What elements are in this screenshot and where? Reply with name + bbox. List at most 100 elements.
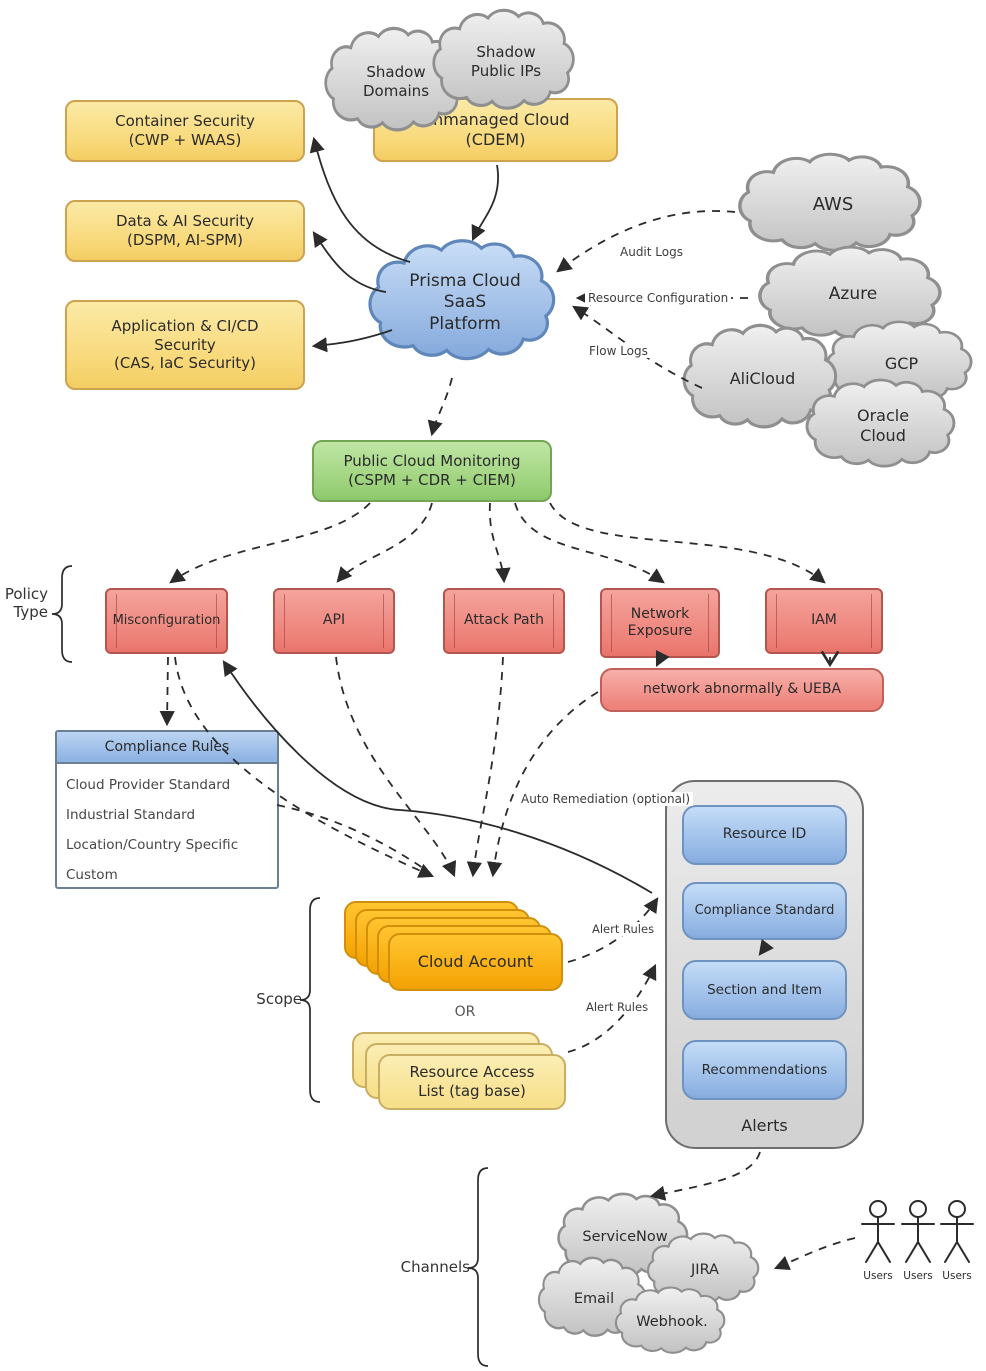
arrow-aws-to-platform xyxy=(556,210,736,273)
alert-rules-label-bottom: Alert Rules xyxy=(583,1000,652,1014)
users-label: Users xyxy=(863,1270,893,1282)
channels-brace xyxy=(467,1167,489,1367)
module-label: Container Security (CWP + WAAS) xyxy=(115,112,255,149)
policy-type-group-label: Policy Type xyxy=(4,585,48,621)
alert-recommendations: Recommendations xyxy=(682,1040,847,1100)
servicenow-label: ServiceNow xyxy=(582,1228,668,1245)
webhook-label: Webhook. xyxy=(636,1313,708,1330)
module-data-ai-security: Data & AI Security (DSPM, AI-SPM) xyxy=(65,200,305,262)
email-label: Email xyxy=(573,1290,615,1307)
resource-configuration-label: Resource Configuration xyxy=(585,291,732,305)
aws-label: AWS xyxy=(812,193,854,215)
azure-label: Azure xyxy=(828,284,878,305)
network-ueba-label: network abnormally & UEBA xyxy=(642,681,842,698)
alert-rules-label-top: Alert Rules xyxy=(589,922,658,936)
compliance-rules-table: Compliance Rules Cloud Provider Standard… xyxy=(55,730,279,889)
flow-logs-label: Flow Logs xyxy=(586,344,651,358)
jira-cloud: JIRA xyxy=(645,1232,765,1308)
gcp-label: GCP xyxy=(884,354,919,373)
shadow-public-ips-label: Shadow Public IPs xyxy=(470,43,542,80)
policy-label: Misconfiguration xyxy=(112,612,221,628)
shadow-domains-cloud: Shadow Domains xyxy=(322,26,470,138)
arrow-ueba-to-cloud-account xyxy=(486,691,599,878)
arrow-auto-remediation xyxy=(222,660,653,894)
compliance-row: Industrial Standard xyxy=(66,807,196,823)
policy-misconfiguration: Misconfiguration xyxy=(105,588,228,654)
audit-logs-label: Audit Logs xyxy=(617,245,686,259)
policy-label: Attack Path xyxy=(464,612,544,629)
policy-network-exposure: Network Exposure xyxy=(600,588,720,658)
module-label: Application & CI/CD Security (CAS, IaC S… xyxy=(111,316,259,373)
arrow-monitoring-to-api xyxy=(336,502,433,583)
policy-attack-path: Attack Path xyxy=(443,588,565,654)
alert-compliance-standard: Compliance Standard xyxy=(682,882,847,940)
arrow-platform-to-monitoring xyxy=(427,377,453,437)
aws-cloud: AWS xyxy=(735,152,931,258)
module-app-cicd-security: Application & CI/CD Security (CAS, IaC S… xyxy=(65,300,305,390)
alert-item-label: Resource ID xyxy=(722,826,807,843)
policy-type-brace xyxy=(51,565,73,663)
arrow-attack-path-to-cloud-account xyxy=(466,656,504,878)
scope-group-label: Scope xyxy=(256,990,302,1008)
prisma-cloud-saas-platform: Prisma Cloud SaaS Platform xyxy=(365,238,565,368)
alert-section-item: Section and Item xyxy=(682,960,847,1020)
alerts-caption: Alerts xyxy=(741,1116,788,1135)
oracle-label: Oracle Cloud xyxy=(856,405,910,445)
servicenow-cloud: ServiceNow xyxy=(555,1192,695,1282)
network-ueba-box: network abnormally & UEBA xyxy=(600,668,884,712)
resource-access-list-label: Resource Access List (tag base) xyxy=(409,1063,535,1100)
arrow-api-to-cloud-account xyxy=(335,656,457,878)
cloud-account-label: Cloud Account xyxy=(417,952,534,971)
policy-label: Network Exposure xyxy=(627,605,693,640)
arrow-unmanaged-to-platform xyxy=(471,164,499,242)
policy-label: API xyxy=(322,612,346,629)
users-label: Users xyxy=(942,1270,972,1282)
shadow-public-ips-cloud: Shadow Public IPs xyxy=(430,8,582,116)
jira-label: JIRA xyxy=(691,1261,719,1278)
compliance-row: Location/Country Specific xyxy=(66,837,239,853)
alert-item-label: Section and Item xyxy=(707,981,822,998)
resource-access-list-box: Resource Access List (tag base) xyxy=(378,1054,566,1110)
azure-cloud: Azure xyxy=(755,245,951,345)
arrow-monitoring-to-misconfiguration xyxy=(169,502,371,584)
module-container-security: Container Security (CWP + WAAS) xyxy=(65,100,305,162)
line-compliance-to-cloud-account xyxy=(276,804,431,874)
channels-group-label: Channels xyxy=(400,1258,470,1276)
arrow-monitoring-to-iam xyxy=(549,502,826,584)
alert-item-label: Recommendations xyxy=(701,1061,828,1078)
alert-resource-id: Resource ID xyxy=(682,805,847,865)
policy-label: IAM xyxy=(811,612,837,629)
monitoring-label: Public Cloud Monitoring (CSPM + CDR + CI… xyxy=(343,452,521,489)
arrow-users-to-jira xyxy=(773,1237,856,1271)
scope-brace xyxy=(299,897,321,1103)
users-label: Users xyxy=(903,1270,933,1282)
module-label: Data & AI Security (DSPM, AI-SPM) xyxy=(115,212,255,249)
cloud-account-box: Cloud Account xyxy=(388,933,563,991)
shadow-domains-label: Shadow Domains xyxy=(362,63,430,100)
auto-remediation-label: Auto Remediation (optional) xyxy=(518,792,694,806)
arrow-network-exposure-to-ueba xyxy=(655,649,670,668)
oracle-cloud: Oracle Cloud xyxy=(803,378,963,473)
alert-item-label: Compliance Standard xyxy=(694,902,835,918)
webhook-cloud: Webhook. xyxy=(613,1286,731,1358)
compliance-row: Cloud Provider Standard xyxy=(66,777,231,793)
gcp-cloud: GCP xyxy=(823,320,980,408)
alerts-panel: Resource ID Compliance Standard Section … xyxy=(665,780,864,1149)
arrow-monitoring-to-attack-path xyxy=(488,502,511,584)
alicloud-label: AliCloud xyxy=(729,369,796,388)
compliance-row: Custom xyxy=(66,867,118,883)
policy-iam: IAM xyxy=(765,588,883,654)
arrow-alerts-to-channels xyxy=(649,1151,761,1201)
unmanaged-cloud-box: Unmanaged Cloud (CDEM) xyxy=(373,98,618,162)
compliance-rules-header: Compliance Rules xyxy=(57,732,277,764)
arrow-monitoring-to-network-exposure xyxy=(514,502,665,584)
public-cloud-monitoring-box: Public Cloud Monitoring (CSPM + CDR + CI… xyxy=(312,440,552,502)
or-label: OR xyxy=(454,1004,476,1020)
platform-label: Prisma Cloud SaaS Platform xyxy=(409,271,521,334)
policy-api: API xyxy=(273,588,395,654)
alicloud-cloud: AliCloud xyxy=(680,323,845,435)
users-group: Users Users Users xyxy=(858,1200,978,1290)
email-cloud: Email xyxy=(536,1256,652,1342)
user-icon xyxy=(861,1200,974,1263)
